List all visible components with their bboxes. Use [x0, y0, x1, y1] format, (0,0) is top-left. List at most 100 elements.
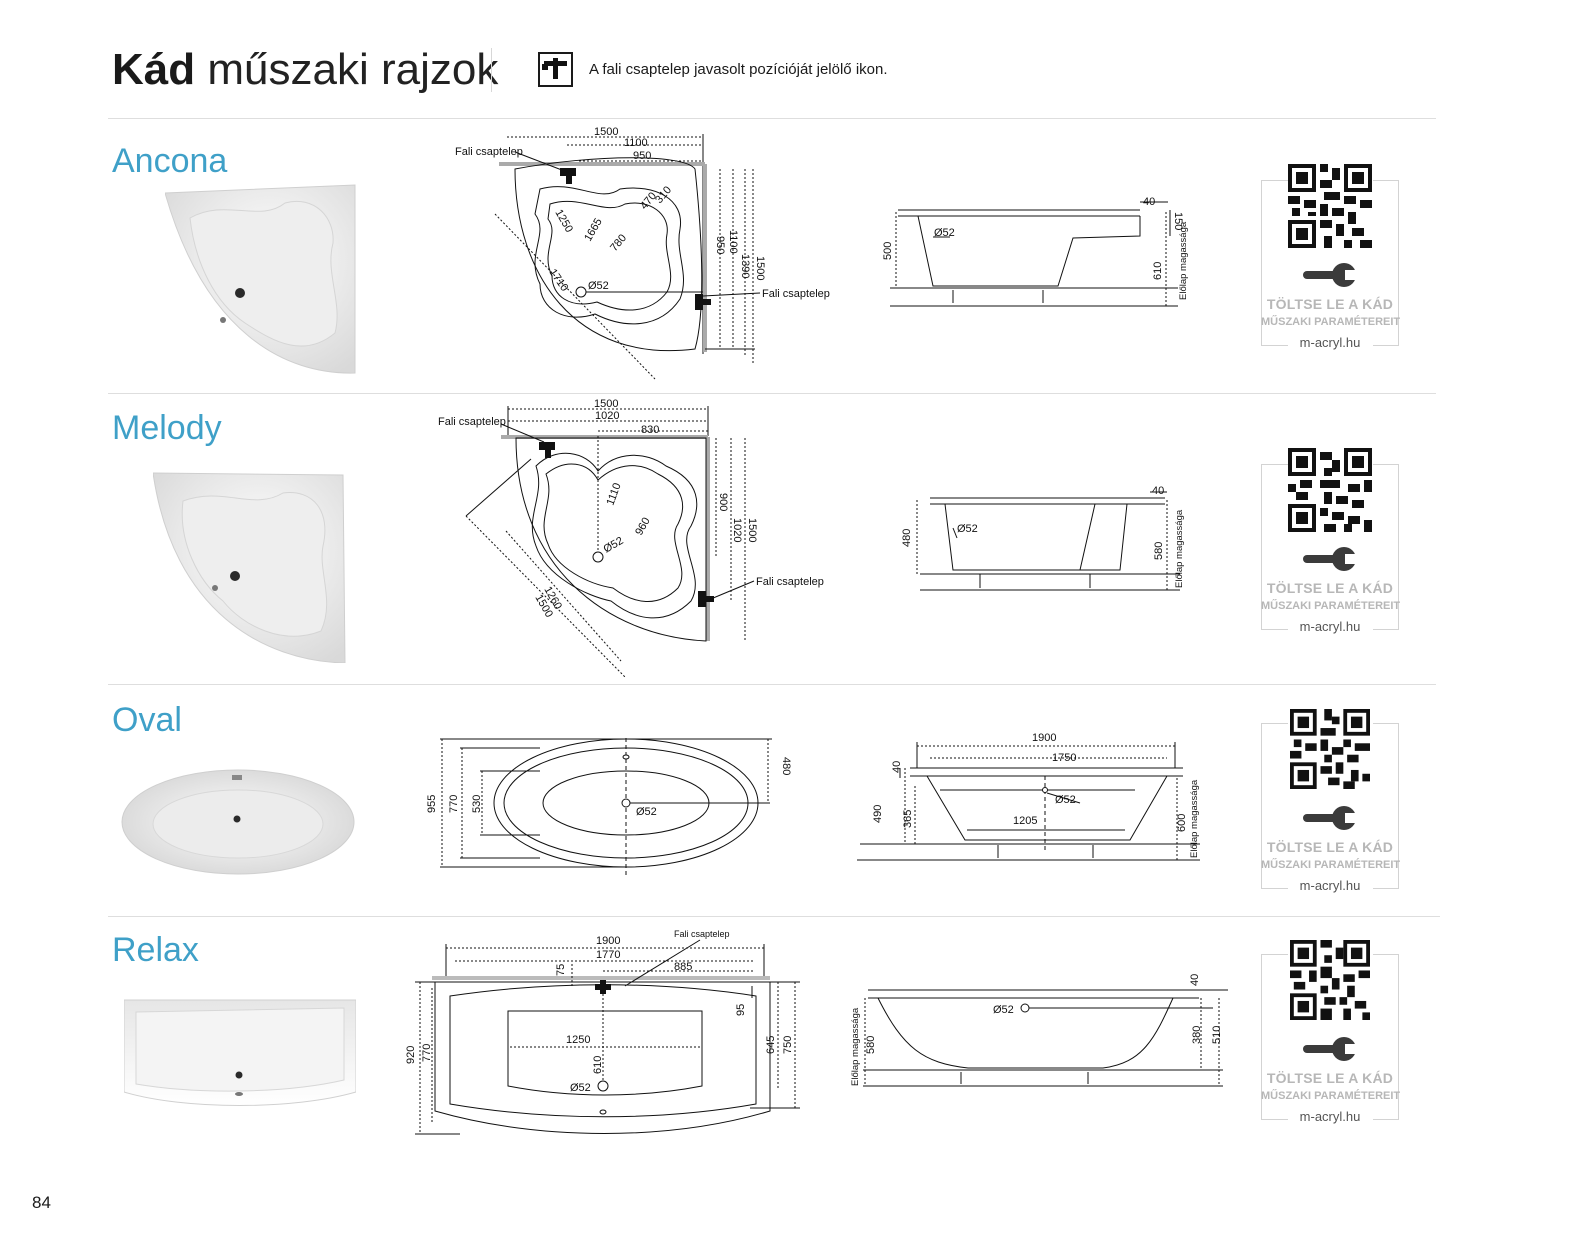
wall-faucet-icon	[538, 52, 573, 87]
qr-url-link[interactable]: m-acryl.hu	[1261, 619, 1399, 634]
svg-text:770: 770	[448, 795, 460, 813]
divider	[108, 684, 1436, 685]
qr-code[interactable]	[1290, 709, 1370, 789]
svg-text:Fali csaptelep: Fali csaptelep	[756, 576, 824, 588]
svg-text:Ø52: Ø52	[570, 1082, 591, 1094]
svg-text:950: 950	[714, 236, 726, 254]
svg-text:365: 365	[902, 810, 914, 828]
svg-text:1750: 1750	[1052, 752, 1076, 764]
svg-text:Ø52: Ø52	[1055, 794, 1076, 806]
side-view-drawing-oval: 1900 1750 40 490 365 1205 Ø52 600 Előlap…	[855, 728, 1210, 865]
svg-text:750: 750	[782, 1036, 794, 1054]
svg-text:380: 380	[1191, 1026, 1203, 1044]
qr-title: TÖLTSE LE A KÁD	[1266, 1070, 1394, 1086]
wrench-icon	[1303, 1037, 1357, 1061]
svg-text:1020: 1020	[731, 518, 743, 542]
qr-url-link[interactable]: m-acryl.hu	[1261, 1109, 1399, 1124]
svg-text:1900: 1900	[1032, 732, 1056, 744]
svg-text:510: 510	[1211, 1026, 1223, 1044]
svg-text:Ø52: Ø52	[636, 806, 657, 818]
svg-text:530: 530	[471, 795, 483, 813]
svg-text:645: 645	[765, 1036, 777, 1054]
top-view-drawing-ancona: Fali csaptelep Fali csaptelep 1500 1100 …	[455, 124, 830, 386]
product-photo-relax	[123, 998, 357, 1112]
svg-text:1665: 1665	[582, 216, 605, 243]
svg-text:920: 920	[405, 1046, 417, 1064]
svg-text:Előlap magassága: Előlap magassága	[1189, 779, 1200, 858]
qr-title: TÖLTSE LE A KÁD	[1266, 580, 1394, 596]
model-name-relax: Relax	[112, 931, 199, 969]
svg-text:Fali csaptelep: Fali csaptelep	[455, 146, 523, 158]
svg-text:1110: 1110	[605, 481, 624, 507]
svg-text:1900: 1900	[596, 935, 620, 947]
svg-text:Előlap magassága: Előlap magassága	[1174, 509, 1185, 588]
svg-text:1250: 1250	[552, 208, 575, 235]
svg-text:780: 780	[608, 232, 629, 254]
svg-text:1770: 1770	[596, 949, 620, 961]
svg-text:Ø52: Ø52	[957, 523, 978, 535]
svg-text:960: 960	[633, 516, 653, 538]
svg-text:490: 490	[872, 805, 884, 823]
qr-code[interactable]	[1290, 940, 1370, 1020]
svg-text:Ø52: Ø52	[602, 535, 626, 556]
svg-text:580: 580	[1153, 542, 1165, 560]
model-name-oval: Oval	[112, 701, 182, 739]
svg-text:Előlap magassága: Előlap magassága	[1178, 221, 1189, 300]
svg-text:Fali csaptelep: Fali csaptelep	[674, 929, 730, 939]
svg-text:1100: 1100	[624, 137, 648, 149]
model-name-ancona: Ancona	[112, 142, 228, 180]
side-view-drawing-melody: 40 480 580 Ø52 Előlap magassága	[895, 482, 1195, 594]
qr-code[interactable]	[1288, 164, 1372, 248]
svg-text:580: 580	[865, 1036, 877, 1054]
legend-text: A fali csaptelep javasolt pozícióját jel…	[589, 61, 888, 78]
svg-text:1205: 1205	[1013, 815, 1037, 827]
svg-text:1710: 1710	[547, 267, 571, 294]
qr-url-link[interactable]: m-acryl.hu	[1261, 878, 1399, 893]
svg-text:600: 600	[1176, 814, 1188, 832]
svg-text:Előlap magassága: Előlap magassága	[850, 1007, 861, 1086]
svg-text:Ø52: Ø52	[588, 280, 609, 292]
svg-text:310: 310	[653, 184, 674, 206]
qr-title: TÖLTSE LE A KÁD	[1266, 839, 1394, 855]
svg-text:480: 480	[780, 757, 792, 775]
qr-download-card[interactable]: TÖLTSE LE A KÁD MŰSZAKI PARAMÉTEREIT m-a…	[1261, 448, 1401, 634]
svg-text:950: 950	[633, 150, 651, 162]
side-view-drawing-relax: 40 Ø52 380 510 580 Előlap magassága	[843, 968, 1235, 1090]
svg-text:830: 830	[641, 424, 659, 436]
svg-text:40: 40	[1143, 196, 1155, 208]
qr-url-link[interactable]: m-acryl.hu	[1261, 335, 1399, 350]
title-divider	[491, 48, 492, 92]
svg-text:Fali csaptelep: Fali csaptelep	[438, 416, 506, 428]
svg-text:1020: 1020	[595, 410, 619, 422]
svg-text:1390: 1390	[739, 254, 751, 278]
svg-text:885: 885	[674, 961, 692, 973]
qr-download-card[interactable]: TÖLTSE LE A KÁD MŰSZAKI PARAMÉTEREIT m-a…	[1261, 164, 1401, 350]
product-photo-ancona	[164, 183, 357, 379]
svg-text:480: 480	[901, 529, 913, 547]
qr-subtitle: MŰSZAKI PARAMÉTEREIT	[1261, 1090, 1401, 1102]
qr-title: TÖLTSE LE A KÁD	[1266, 296, 1394, 312]
svg-text:500: 500	[882, 242, 894, 260]
qr-download-card[interactable]: TÖLTSE LE A KÁD MŰSZAKI PARAMÉTEREIT m-a…	[1261, 940, 1401, 1124]
svg-text:75: 75	[555, 964, 567, 976]
svg-text:1500: 1500	[754, 256, 766, 280]
svg-text:955: 955	[426, 795, 438, 813]
svg-text:40: 40	[891, 761, 903, 773]
svg-text:Fali csaptelep: Fali csaptelep	[762, 288, 830, 300]
qr-subtitle: MŰSZAKI PARAMÉTEREIT	[1261, 600, 1401, 612]
qr-subtitle: MŰSZAKI PARAMÉTEREIT	[1261, 859, 1401, 871]
wrench-icon	[1303, 263, 1357, 287]
qr-download-card[interactable]: TÖLTSE LE A KÁD MŰSZAKI PARAMÉTEREIT m-a…	[1261, 709, 1401, 893]
top-view-drawing-oval: 955 770 530 480 Ø52	[420, 733, 792, 875]
svg-text:1500: 1500	[594, 398, 618, 410]
wrench-icon	[1303, 547, 1357, 571]
svg-text:1100: 1100	[727, 230, 739, 254]
svg-text:1500: 1500	[594, 126, 618, 138]
divider	[108, 393, 1436, 394]
qr-code[interactable]	[1288, 448, 1372, 532]
side-view-drawing-ancona: 40 150 500 610 Ø52 Előlap magassága	[878, 190, 1208, 312]
model-name-melody: Melody	[112, 409, 222, 447]
product-photo-oval	[120, 766, 356, 878]
qr-subtitle: MŰSZAKI PARAMÉTEREIT	[1261, 316, 1401, 328]
svg-text:40: 40	[1189, 974, 1201, 986]
